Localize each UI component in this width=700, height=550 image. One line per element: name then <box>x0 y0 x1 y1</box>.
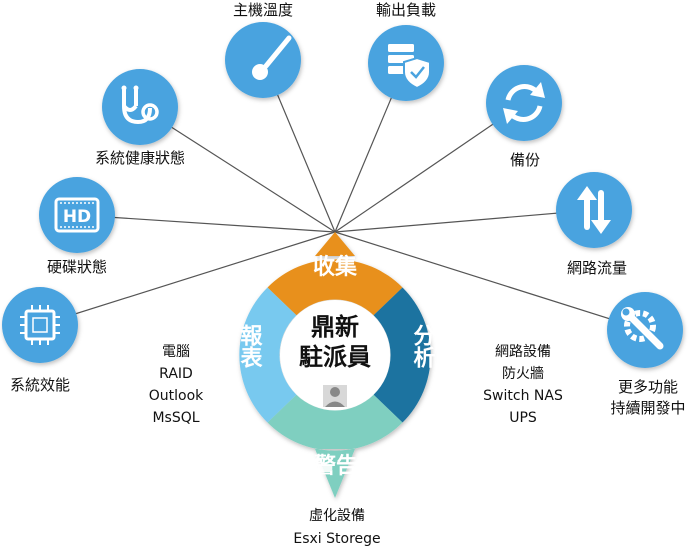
spoke-network <box>334 209 595 233</box>
sync-icon <box>486 65 562 141</box>
right-device-list: 網路設備 防火牆 Switch NAS UPS <box>483 344 563 426</box>
wrench-gear-icon <box>607 292 683 368</box>
server-shield-icon <box>368 25 444 101</box>
bottom-list-item: Esxi Storege <box>293 531 380 547</box>
label-performance: 系統效能 <box>10 376 70 394</box>
label-output-load: 輸出負載 <box>376 1 436 19</box>
bottom-list-item: 虛化設備 <box>309 508 365 524</box>
hd-icon: HD <box>39 177 115 253</box>
segment-analyze-label: 分析 <box>410 324 436 369</box>
label-backup: 備份 <box>510 151 540 169</box>
center-title-line2: 駐派員 <box>299 343 371 371</box>
right-list-item: 防火牆 <box>502 366 544 382</box>
segment-alert-label: 警告 <box>313 454 358 479</box>
left-list-item: MsSQL <box>152 410 199 426</box>
spoke-more <box>334 231 646 331</box>
left-list-item: RAID <box>159 366 193 382</box>
spoke-performance <box>39 231 336 326</box>
spoke-hdd <box>76 214 336 233</box>
svg-text:HD: HD <box>63 207 91 227</box>
left-list-item: 電腦 <box>162 344 190 360</box>
segment-collect <box>267 232 403 316</box>
left-device-list: 電腦 RAID Outlook MsSQL <box>149 344 204 426</box>
center-title-line1: 鼎新 <box>311 313 359 341</box>
right-list-item: 網路設備 <box>495 344 551 360</box>
segment-analyze <box>373 287 431 423</box>
segment-report <box>239 287 297 423</box>
stethoscope-icon <box>102 69 178 145</box>
label-more-features: 更多功能 <box>618 378 678 396</box>
spoke-backup <box>334 102 525 233</box>
left-list-item: Outlook <box>149 388 204 404</box>
cpu-chip-icon <box>2 287 78 363</box>
label-temperature: 主機溫度 <box>233 1 293 19</box>
center-disk <box>280 300 390 410</box>
spokes <box>39 59 646 331</box>
cycle-ring <box>239 232 431 498</box>
segment-report-label: 報表 <box>237 323 263 369</box>
bottom-device-list: 虛化設備 Esxi Storege <box>293 508 380 547</box>
monitor-labels: 主機溫度 輸出負載 系統健康狀態 備份 硬碟狀態 網路流量 系統效能 更多功能 … <box>10 1 686 417</box>
segment-collect-label: 收集 <box>313 254 358 280</box>
monitor-icons: HD <box>2 22 683 368</box>
label-hdd: 硬碟狀態 <box>47 258 107 276</box>
person-icon <box>323 385 347 407</box>
thermometer-icon <box>225 22 301 98</box>
label-health: 系統健康狀態 <box>95 149 185 167</box>
spoke-health <box>139 106 336 233</box>
label-network: 網路流量 <box>567 259 627 277</box>
segment-alert <box>267 394 403 498</box>
updown-arrows-icon <box>556 172 632 248</box>
right-list-item: Switch NAS <box>483 388 563 404</box>
right-list-item: UPS <box>509 410 537 426</box>
label-in-development: 持續開發中 <box>610 399 685 417</box>
